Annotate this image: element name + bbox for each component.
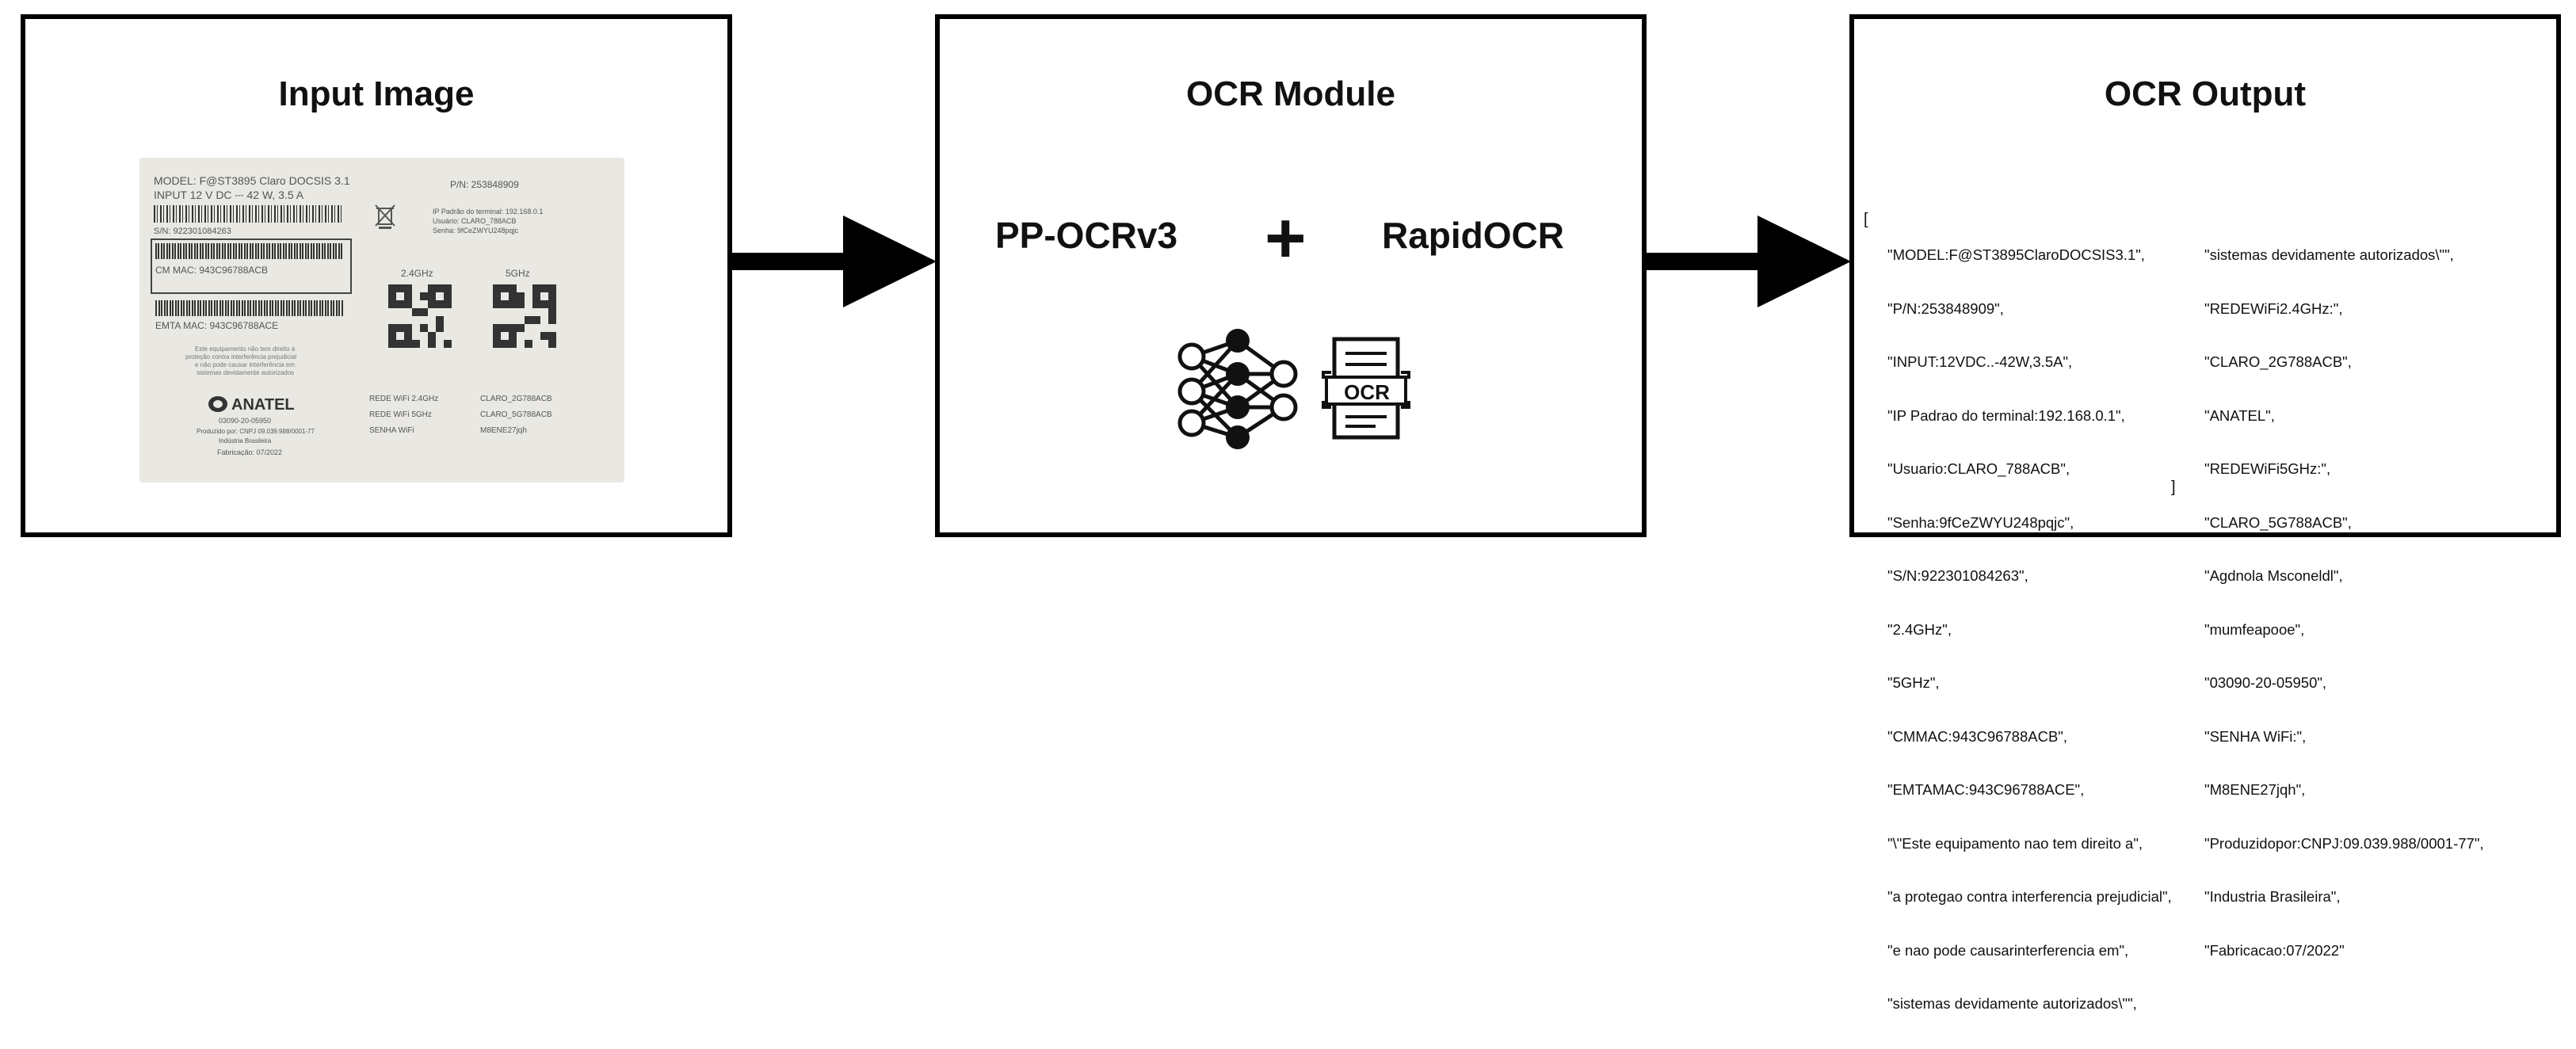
barcode-bottom [155, 300, 344, 316]
model-rapidocr-label: RapidOCR [1382, 215, 1564, 256]
label-fab: Fabricação: 07/2022 [217, 448, 283, 456]
label-wifi-b-value: CLARO_5G788ACB [480, 410, 552, 419]
ocr-line: "EMTAMAC:943C96788ACE", [1887, 781, 2085, 798]
label-anatel: ANATEL [231, 396, 295, 414]
flow-arrow-right-icon [732, 216, 937, 307]
label-input-text: INPUT 12 V DC ⎓ 42 W, 3.5 A [154, 189, 304, 201]
ocr-line: "Fabricacao:07/2022" [2204, 941, 2345, 959]
label-notice-2: proteção contra interferência prejudicia… [185, 353, 297, 360]
ocr-module-title: OCR Module [1186, 74, 1395, 113]
label-emta-mac-text: EMTA MAC: 943C96788ACE [155, 320, 279, 331]
ocr-line: "Produzidopor:CNPJ:09.039.988/0001-77", [2204, 834, 2484, 852]
label-ip-text: IP Padrão do terminal: 192.168.0.1 [433, 208, 544, 216]
ocr-line: "sistemas devidamente autorizados\"", [1887, 995, 2137, 1012]
input-image-title: Input Image [278, 74, 475, 113]
label-producer: Produzido por: CNPJ 09.039.988/0001-77 [197, 428, 315, 435]
label-wifi-pass-label: SENHA WiFi [369, 426, 414, 435]
anatel-logo-icon [208, 396, 227, 412]
label-user-text: Usuário: CLARO_788ACB [433, 217, 517, 225]
label-industry: Indústria Brasileira [219, 437, 272, 444]
ocr-module-panel: OCR Module PP-OCRv3 + RapidOCR OCR [935, 14, 1647, 537]
label-anatel-code: 03090-20-05950 [219, 417, 272, 425]
ocr-line: "5GHz", [1887, 674, 1940, 691]
neural-network-icon [1177, 329, 1298, 449]
ocr-line: "03090-20-05950", [2204, 674, 2327, 691]
label-model-text: MODEL: F@ST3895 Claro DOCSIS 3.1 [154, 174, 350, 187]
ocr-line: "MODEL:F@ST3895ClaroDOCSIS3.1", [1887, 246, 2145, 263]
ocr-output-column-2: "sistemas devidamente autorizados\"", "R… [2204, 211, 2484, 995]
ocr-line: "mumfeapooe", [2204, 620, 2305, 638]
ocr-line: "REDEWiFi2.4GHz:", [2204, 299, 2343, 317]
label-band-a: 2.4GHz [401, 268, 433, 279]
ocr-line: "INPUT:12VDC..-42W,3.5A", [1887, 353, 2073, 370]
label-sn-text: S/N: 922301084263 [154, 227, 231, 236]
ocr-line: "2.4GHz", [1887, 620, 1952, 638]
ocr-output-column-1: "MODEL:F@ST3895ClaroDOCSIS3.1", "P/N:253… [1887, 211, 2172, 1049]
ocr-line: "Industria Brasileira", [2204, 888, 2341, 905]
model-ppocrv3-label: PP-OCRv3 [995, 215, 1178, 256]
ocr-output-panel: OCR Output [ "MODEL:F@ST3895ClaroDOCSIS3… [1849, 14, 2561, 1012]
ocr-line: "CLARO_5G788ACB", [2204, 513, 2352, 531]
ocr-line: "IP Padrao do terminal:192.168.0.1", [1887, 406, 2125, 424]
output-close-bracket: ] [2171, 479, 2176, 496]
label-wifi-a-value: CLARO_2G788ACB [480, 395, 552, 403]
ocr-line: "M8ENE27jqh", [2204, 781, 2306, 798]
ocr-line: "ANATEL", [2204, 406, 2275, 424]
ocr-document-icon [1322, 337, 1410, 440]
label-notice-4: sistemas devidamente autorizados [197, 369, 295, 376]
label-band-b: 5GHz [506, 268, 530, 279]
flow-arrow-right-icon [1647, 216, 1851, 307]
ocr-line: "SENHA WiFi:", [2204, 727, 2307, 745]
output-open-bracket: [ [1864, 211, 1868, 228]
input-image-panel: Input Image MODEL: F@ST3895 Claro DOCSIS… [21, 14, 732, 537]
ocr-line: "P/N:253848909", [1887, 299, 2004, 317]
label-notice-1: Este equipamento não tem direito à [195, 345, 296, 353]
label-wifi-b-label: REDE WiFi 5GHz [369, 410, 432, 419]
device-label-photo: MODEL: F@ST3895 Claro DOCSIS 3.1 INPUT 1… [139, 158, 624, 483]
ocr-line: "CLARO_2G788ACB", [2204, 353, 2352, 370]
ocr-line: "Usuario:CLARO_788ACB", [1887, 460, 2070, 477]
qr-code-5ghz-icon [493, 284, 556, 348]
ocr-line: "CMMAC:943C96788ACB", [1887, 727, 2068, 745]
barcode-cm-box [151, 238, 352, 294]
barcode-top [154, 205, 344, 223]
label-notice-3: e não pode causar interferência em [195, 361, 295, 368]
weee-bin-icon [375, 204, 395, 229]
label-cm-mac-text: CM MAC: 943C96788ACB [155, 265, 269, 276]
ocr-line: "REDEWiFi5GHz:", [2204, 460, 2331, 477]
ocr-line: "e nao pode causarinterferencia em", [1887, 941, 2129, 959]
barcode-mid [155, 243, 344, 259]
ocr-line: "sistemas devidamente autorizados\"", [2204, 246, 2454, 263]
plus-sign: + [1265, 199, 1307, 278]
ocr-line: "a protegao contra interferencia prejudi… [1887, 888, 2172, 905]
ocr-icon-text: OCR [1344, 380, 1390, 404]
label-wifi-pass-value: M8ENE27jqh [480, 426, 527, 435]
ocr-line: "Senha:9fCeZWYU248pqjc", [1887, 513, 2074, 531]
label-pass-text: Senha: 9fCeZWYU248pqjc [433, 227, 519, 235]
label-wifi-a-label: REDE WiFi 2.4GHz [369, 395, 439, 403]
ocr-line: "Agdnola Msconeldl", [2204, 567, 2343, 584]
ocr-output-title: OCR Output [2104, 74, 2307, 113]
label-pn-text: P/N: 253848909 [450, 179, 519, 190]
ocr-line: "\"Este equipamento nao tem direito a", [1887, 834, 2143, 852]
ocr-line: "S/N:922301084263", [1887, 567, 2028, 584]
qr-code-24ghz-icon [388, 284, 452, 348]
